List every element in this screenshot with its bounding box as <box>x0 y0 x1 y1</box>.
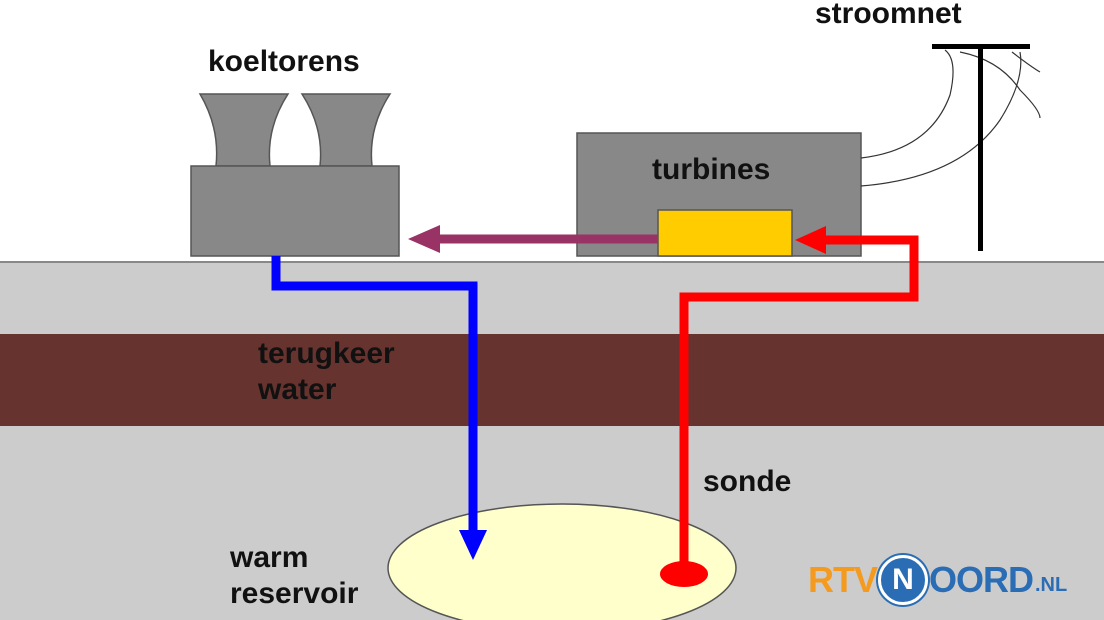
label-reservoir-line2: reservoir <box>230 577 359 610</box>
logo-text-nl: .NL <box>1035 573 1068 596</box>
label-probe: sonde <box>703 465 792 498</box>
cooling-towers <box>190 93 400 257</box>
label-turbines: turbines <box>652 153 771 186</box>
hot-production-arrowhead <box>795 226 826 254</box>
turbine-unit <box>657 209 793 257</box>
label-power-grid: stroomnet <box>815 0 962 30</box>
probe-tip <box>660 561 708 587</box>
cold-return-pipe <box>271 256 478 536</box>
sky <box>0 0 1104 262</box>
hot-production-pipe <box>679 235 919 570</box>
label-return-water-line2: water <box>258 373 337 406</box>
ground-upper-layer <box>0 262 1104 334</box>
cooling-tower-base <box>190 165 400 257</box>
label-return-water-line1: terugkeer <box>258 337 395 370</box>
cold-return-arrowhead <box>459 530 487 560</box>
rock-layer <box>0 334 1104 426</box>
label-cooling-towers: koeltorens <box>208 45 360 78</box>
label-reservoir-line1: warm <box>230 541 309 574</box>
exhaust-arrowhead <box>408 225 440 253</box>
power-mast <box>932 44 1030 251</box>
logo-n-badge-icon: N <box>878 555 928 605</box>
rtv-noord-logo: RTV N OORD .NL <box>808 555 1068 605</box>
label-return-water: terugkeer water <box>258 336 395 408</box>
logo-text-oord: OORD <box>929 559 1034 600</box>
label-warm-reservoir: warm reservoir <box>230 540 358 612</box>
logo-text-rtv: RTV <box>808 559 878 600</box>
